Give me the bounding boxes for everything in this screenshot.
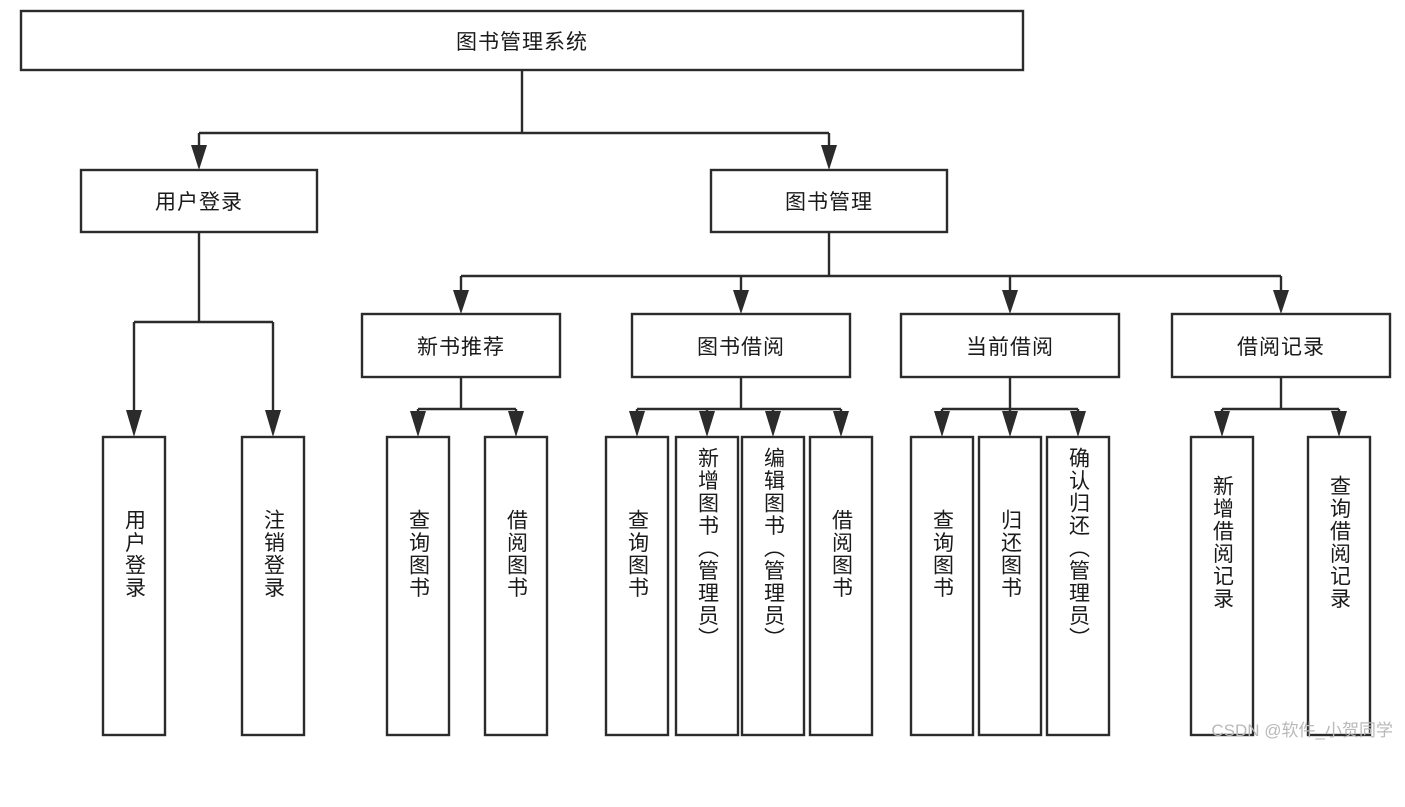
node-box-leaf-add-record[interactable] <box>1189 435 1255 737</box>
arrowhead-book-management <box>821 145 837 170</box>
node-box-current-borrow[interactable] <box>899 312 1121 379</box>
node-box-leaf-confirm-return[interactable] <box>1045 435 1111 737</box>
node-box-leaf-query-book-1[interactable] <box>385 435 451 737</box>
arrowhead-book-borrow <box>733 290 749 314</box>
arrowhead-leaf-edit-book <box>765 411 781 437</box>
node-box-leaf-query-book-3[interactable] <box>909 435 975 737</box>
node-box-book-management[interactable] <box>709 168 949 234</box>
arrowhead-leaf-confirm-return <box>1070 411 1086 437</box>
node-box-borrow-record[interactable] <box>1170 312 1392 379</box>
arrowhead-current-borrow <box>1002 290 1018 314</box>
node-box-new-book-recommend[interactable] <box>360 312 562 379</box>
arrowhead-leaf-add-record <box>1214 411 1230 437</box>
arrowhead-leaf-query-book-1 <box>410 411 426 437</box>
flowchart-diagram: 图书管理系统 用户登录 图书管理 新书推荐 图书借阅 当前借阅 借阅记录 用户登… <box>19 9 1393 740</box>
arrowhead-leaf-user-login <box>126 410 142 437</box>
node-box-user-login[interactable] <box>79 168 319 234</box>
csdn-watermark: CSDN @软件_小贺同学 <box>1211 721 1393 740</box>
arrowhead-leaf-borrow-book-2 <box>833 411 849 437</box>
node-box-leaf-logout-login[interactable] <box>240 435 306 737</box>
node-box-leaf-user-login[interactable] <box>101 435 167 737</box>
arrowhead-user-login <box>191 145 207 170</box>
arrowhead-leaf-return-book <box>1002 411 1018 437</box>
arrowhead-leaf-query-book-3 <box>934 411 950 437</box>
node-box-leaf-borrow-book-1[interactable] <box>483 435 549 737</box>
edge-group-new-book-recommend-to-leaves <box>410 377 524 437</box>
node-box-leaf-query-record[interactable] <box>1306 435 1372 737</box>
edge-group-root-to-level2 <box>191 70 837 170</box>
edge-group-book-management-to-level3 <box>453 232 1289 314</box>
arrowhead-leaf-add-book <box>699 411 715 437</box>
node-box-leaf-return-book[interactable] <box>977 435 1043 737</box>
flowchart-canvas <box>19 9 1392 737</box>
node-box-leaf-add-book[interactable] <box>674 435 740 737</box>
edge-group-borrow-record-to-leaves <box>1214 377 1347 437</box>
arrowhead-leaf-logout-login <box>265 410 281 437</box>
arrowhead-leaf-borrow-book-1 <box>508 411 524 437</box>
arrowhead-leaf-query-record <box>1331 411 1347 437</box>
arrowhead-borrow-record <box>1273 290 1289 314</box>
arrowhead-leaf-query-book-2 <box>629 411 645 437</box>
edge-group-user-login-to-leaves <box>126 232 281 437</box>
arrowhead-new-book-recommend <box>453 290 469 314</box>
node-box-book-borrow[interactable] <box>630 312 852 379</box>
edge-group-book-borrow-to-leaves <box>629 377 849 437</box>
node-box-leaf-query-book-2[interactable] <box>604 435 670 737</box>
node-box-leaf-borrow-book-2[interactable] <box>808 435 874 737</box>
node-box-leaf-edit-book[interactable] <box>740 435 806 737</box>
node-box-root[interactable] <box>19 9 1025 72</box>
edge-group-current-borrow-to-leaves <box>934 377 1086 437</box>
